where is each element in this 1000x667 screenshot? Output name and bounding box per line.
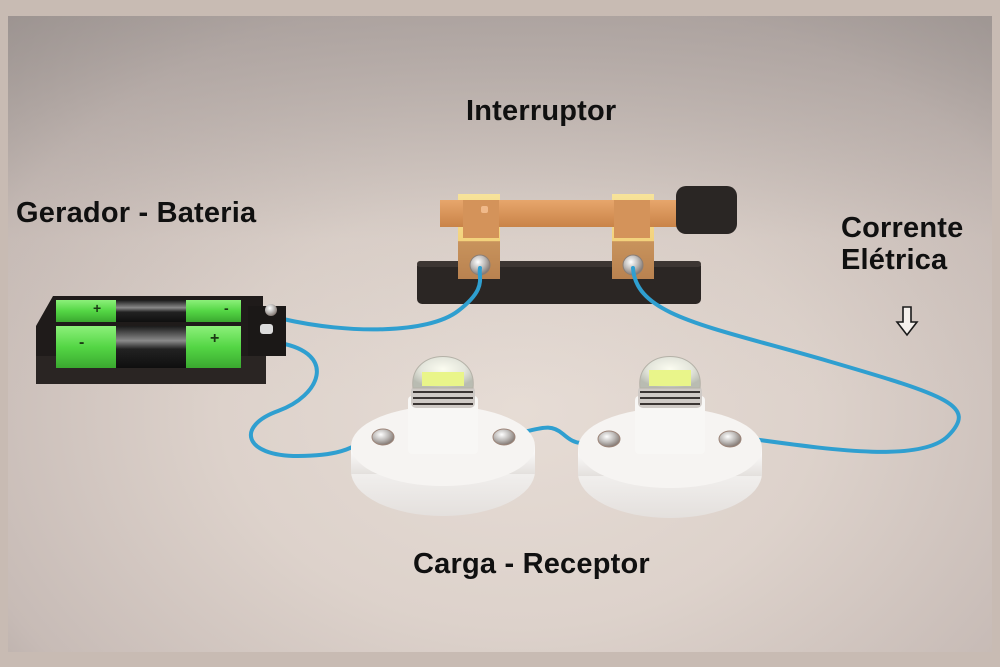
current-label-line-1: Corrente: [841, 212, 964, 244]
switch-label: Interruptor: [466, 95, 617, 127]
bulb-1-glow: [422, 372, 464, 386]
down-arrow-outline-icon: [895, 306, 919, 337]
svg-text:+: +: [93, 300, 101, 316]
wire-switch-to-bulb2: [631, 266, 961, 454]
switch: [417, 186, 737, 304]
circuit-illustration: + - - +: [36, 186, 961, 518]
svg-text:-: -: [79, 334, 84, 351]
diagram-canvas: + - - +: [8, 16, 992, 652]
battery-holder: + - - +: [36, 296, 286, 384]
switch-handle: [676, 186, 737, 234]
bulb-1: [351, 356, 535, 516]
svg-text:-: -: [224, 300, 229, 316]
wire-battery-to-bulb1: [248, 341, 376, 459]
current-label: Corrente Elétrica: [841, 212, 963, 277]
battery-cell: [56, 326, 116, 368]
bulb-2-glow: [649, 370, 691, 386]
bulb-2: [578, 356, 762, 518]
load-label: Carga - Receptor: [413, 548, 650, 580]
wire-battery-to-switch: [281, 266, 483, 332]
current-label-line-2: Elétrica: [841, 244, 948, 277]
battery-label: Gerador - Bateria: [16, 197, 257, 229]
svg-text:+: +: [210, 330, 219, 347]
